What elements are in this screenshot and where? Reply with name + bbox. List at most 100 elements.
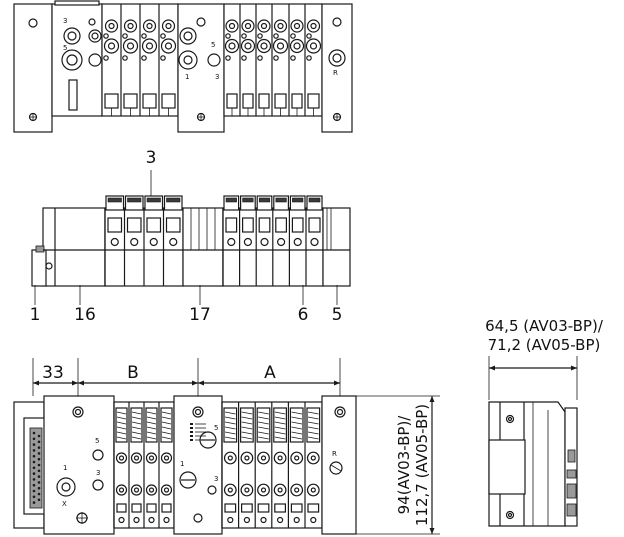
- valve-label-text: [161, 411, 172, 415]
- callout-3: 3: [146, 148, 157, 168]
- solenoid-body: [165, 217, 181, 233]
- valve-port-inner: [277, 455, 283, 461]
- side-connector-housing: [31, 249, 47, 287]
- solenoid-body: [146, 217, 162, 233]
- dsub-pin: [32, 501, 36, 504]
- status-led: [190, 439, 193, 441]
- solenoid-head-top: [292, 197, 304, 203]
- valve-label-text: [146, 426, 157, 430]
- dsub-pin: [32, 460, 36, 464]
- valve-screw: [163, 516, 170, 524]
- dsub-pin: [32, 431, 36, 435]
- valve-label-text: [258, 436, 269, 440]
- valve-port: [290, 483, 304, 497]
- valve-port: [306, 451, 320, 465]
- solenoid-head-top: [166, 197, 181, 203]
- solenoid-body: [291, 217, 304, 233]
- port-circle-inner: [165, 22, 172, 30]
- port-circle: [256, 38, 272, 54]
- valve-port-inner: [118, 455, 125, 461]
- valve-label-text: [161, 431, 172, 435]
- valve-port: [257, 483, 270, 497]
- valve-port: [223, 483, 237, 497]
- sub-d-connector: [29, 427, 43, 509]
- status-led: [190, 423, 193, 425]
- valve-label-text: [146, 436, 157, 440]
- valve-label-text: [274, 431, 286, 435]
- port-mark: 5: [95, 437, 99, 445]
- valve-clip: [307, 503, 320, 513]
- port-mark: 3: [96, 469, 100, 477]
- valve-label-text: [307, 426, 319, 430]
- valve-port-inner: [118, 487, 125, 493]
- port-circle-inner: [244, 22, 252, 30]
- port-mark: 1: [180, 460, 184, 468]
- manual-override: [277, 237, 286, 247]
- port-number-marker: [225, 33, 231, 39]
- port-circle-inner: [127, 22, 134, 30]
- valve-port-inner: [244, 487, 250, 493]
- valve-port: [240, 451, 254, 465]
- callout-17: 17: [189, 305, 211, 325]
- valve-label-text: [224, 426, 236, 430]
- solenoid-head-top: [242, 197, 254, 203]
- dsub-pin: [37, 486, 41, 490]
- dsub-pin: [37, 434, 41, 438]
- valve-label-text: [241, 436, 253, 440]
- valve-label-text: [131, 421, 142, 425]
- valve-label-text: [146, 421, 157, 425]
- valve-label-text: [291, 421, 303, 425]
- valve-screw: [133, 516, 140, 524]
- port-number-marker: [122, 33, 128, 39]
- port-circle-inner: [164, 42, 173, 50]
- port-mark: 5: [211, 41, 215, 49]
- valve-port: [240, 483, 254, 497]
- status-led: [190, 435, 193, 437]
- valve-label-text: [161, 436, 172, 440]
- valve-label-text: [131, 416, 142, 420]
- dsub-pin: [37, 440, 41, 444]
- solenoid-body: [308, 217, 321, 233]
- valve-label-text: [131, 411, 142, 415]
- dsub-pin: [32, 472, 36, 475]
- valve-label-text: [146, 411, 157, 415]
- dsub-pin: [37, 498, 41, 502]
- dimension-height-line1: 94(AV03-BP)/: [395, 415, 413, 515]
- status-led: [190, 431, 193, 433]
- valve-label-text: [116, 421, 127, 425]
- port-circle-inner: [260, 42, 268, 50]
- port-circle: [257, 19, 271, 33]
- port-circle-inner: [260, 22, 268, 30]
- valve-label-text: [307, 411, 319, 415]
- front-right-endplate: [321, 395, 357, 535]
- dsub-pin: [37, 492, 41, 496]
- valve-label-text: [241, 411, 253, 415]
- valve-clip: [146, 503, 157, 513]
- top-supply-block-middle: [177, 3, 225, 133]
- front-supply-block-left: [43, 395, 115, 535]
- status-led: [190, 427, 193, 429]
- callout-5: 5: [332, 305, 343, 325]
- manual-override: [169, 237, 178, 247]
- port-number-marker: [306, 33, 312, 39]
- valve-label-text: [161, 426, 172, 430]
- port-number-marker: [225, 55, 231, 61]
- dsub-pin: [32, 466, 36, 470]
- port-mark: 5: [214, 424, 218, 432]
- valve-label-text: [224, 421, 236, 425]
- dsub-pin: [32, 449, 36, 452]
- callout-1: 1: [30, 305, 41, 325]
- valve-label-text: [116, 411, 127, 415]
- valve-port-inner: [227, 487, 233, 493]
- port-circle-inner: [293, 42, 301, 50]
- manual-override: [110, 237, 119, 247]
- valve-label-text: [241, 421, 253, 425]
- valve-port-inner: [277, 487, 283, 493]
- solenoid-head-top: [275, 197, 287, 203]
- manual-override: [260, 237, 269, 247]
- valve-screw: [260, 516, 267, 524]
- valve-port-inner: [310, 455, 316, 461]
- valve-screw: [310, 516, 317, 524]
- valve-port-inner: [244, 455, 250, 461]
- valve-port-inner: [163, 487, 170, 493]
